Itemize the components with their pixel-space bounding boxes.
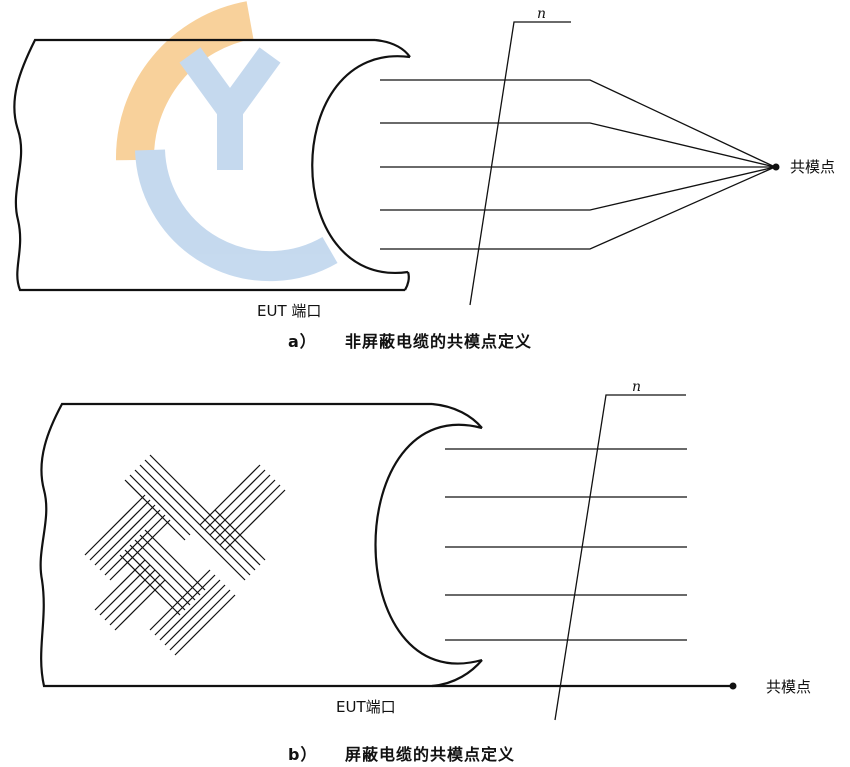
- caption-prefix-b: b）: [288, 745, 317, 764]
- section-line-n-b: [554, 394, 686, 721]
- cable-a-outline: [13, 38, 405, 292]
- cable-b-outline: [39, 402, 732, 688]
- caption-prefix-a: a）: [288, 332, 317, 351]
- figure-b-shielded-cable: n 共模点 EUT端口 b） 屏蔽电缆的共模点定义: [39, 379, 811, 764]
- n-label-a: n: [537, 6, 546, 22]
- section-line-n-a: [469, 21, 571, 306]
- figure-a-unshielded-cable: n 共模点 EUT 端口 a） 非屏蔽电缆的共模点定义: [13, 6, 835, 351]
- braided-shield-pattern: [84, 454, 286, 656]
- eut-port-label-a: EUT 端口: [257, 302, 321, 320]
- cable-b-end-cap: [374, 423, 483, 665]
- caption-text-a: 非屏蔽电缆的共模点定义: [345, 332, 532, 351]
- conductor-lines-a: [380, 79, 776, 250]
- eut-port-label-b: EUT端口: [336, 698, 396, 716]
- common-point-label-a: 共模点: [790, 158, 835, 176]
- common-point-label-b: 共模点: [766, 678, 811, 696]
- watermark-logo: [115, 1, 338, 282]
- conductor-lines-b: [445, 448, 687, 641]
- common-point-b-dot: [729, 682, 737, 690]
- cable-a-end-cap: [311, 55, 411, 274]
- n-label-b: n: [632, 379, 641, 395]
- common-point-a-dot: [772, 163, 780, 171]
- caption-text-b: 屏蔽电缆的共模点定义: [345, 745, 515, 764]
